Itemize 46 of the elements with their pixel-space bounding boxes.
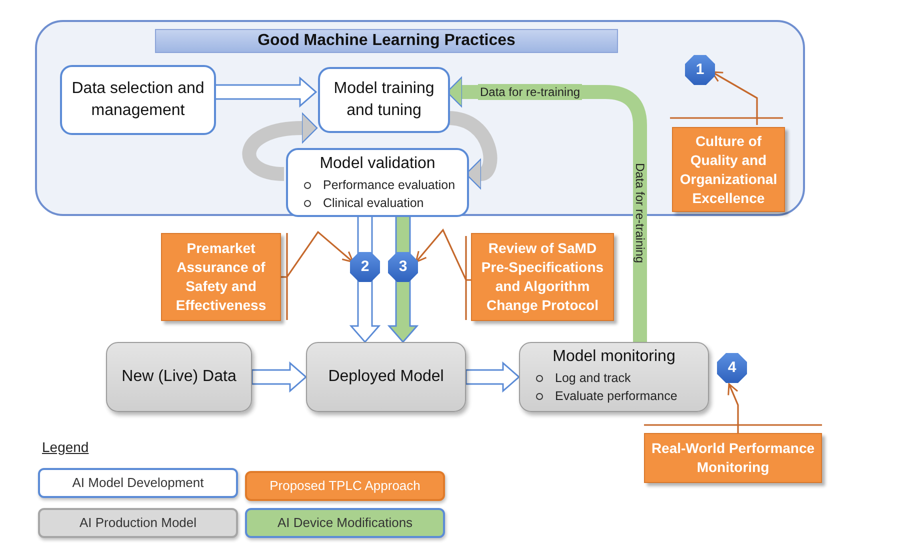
block-arrow <box>213 76 318 108</box>
node-label: Premarket Assurance of Safety and Effectiveness <box>174 239 268 315</box>
node-label: Culture of Quality and Organizational Excellence <box>678 132 778 208</box>
curved-arrow <box>447 111 498 189</box>
legend-text: Proposed TPLC Approach <box>270 477 420 496</box>
bullet-text: Clinical evaluation <box>323 195 424 212</box>
leader-arrow <box>415 228 472 321</box>
step-number: 2 <box>360 256 370 277</box>
block-arrow <box>251 361 308 393</box>
approach-box <box>644 433 822 483</box>
process-box <box>106 342 252 412</box>
node-label: Model training and tuning <box>332 79 436 121</box>
approach-box <box>471 233 614 321</box>
node-title: Model monitoring <box>552 347 676 367</box>
node-label: Deployed Model <box>328 367 444 387</box>
vertical-text: Data for re-training <box>632 162 648 266</box>
node-label: Real-World Performance Monitoring <box>650 439 816 477</box>
approach-box <box>672 127 785 212</box>
legend-text: AI Device Modifications <box>277 514 413 532</box>
leader-arrow <box>280 230 354 321</box>
leader-arrow <box>669 71 784 126</box>
legend-text: AI Model Development <box>72 474 204 492</box>
node-title: Model validation <box>320 154 436 174</box>
process-box <box>286 148 469 217</box>
node-label: New (Live) Data <box>122 367 236 387</box>
leader-arrow <box>643 383 823 434</box>
legend-text: AI Production Model <box>79 514 197 532</box>
block-arrow <box>387 214 419 344</box>
step-number: 4 <box>728 358 736 378</box>
edge-label: Data for re-training <box>478 84 582 100</box>
step-number: 1 <box>696 60 704 80</box>
bullet-text: Performance evaluation <box>323 177 456 194</box>
process-box <box>318 67 450 133</box>
process-box <box>519 342 709 412</box>
process-box <box>60 65 216 135</box>
section-banner: Good Machine Learning Practices <box>155 29 618 53</box>
legend-title: Legend <box>42 438 89 457</box>
node-label: Data selection and management <box>70 79 206 121</box>
node-label: Review of SaMD Pre-Specifications and Algorithm Change Protocol <box>480 239 605 315</box>
block-arrow <box>465 361 520 393</box>
process-box <box>306 342 466 412</box>
approach-box <box>161 233 281 321</box>
bullet-text: Evaluate performance <box>555 388 678 405</box>
step-number: 3 <box>398 256 408 277</box>
block-arrow <box>349 214 381 344</box>
bullet-text: Log and track <box>555 370 631 387</box>
